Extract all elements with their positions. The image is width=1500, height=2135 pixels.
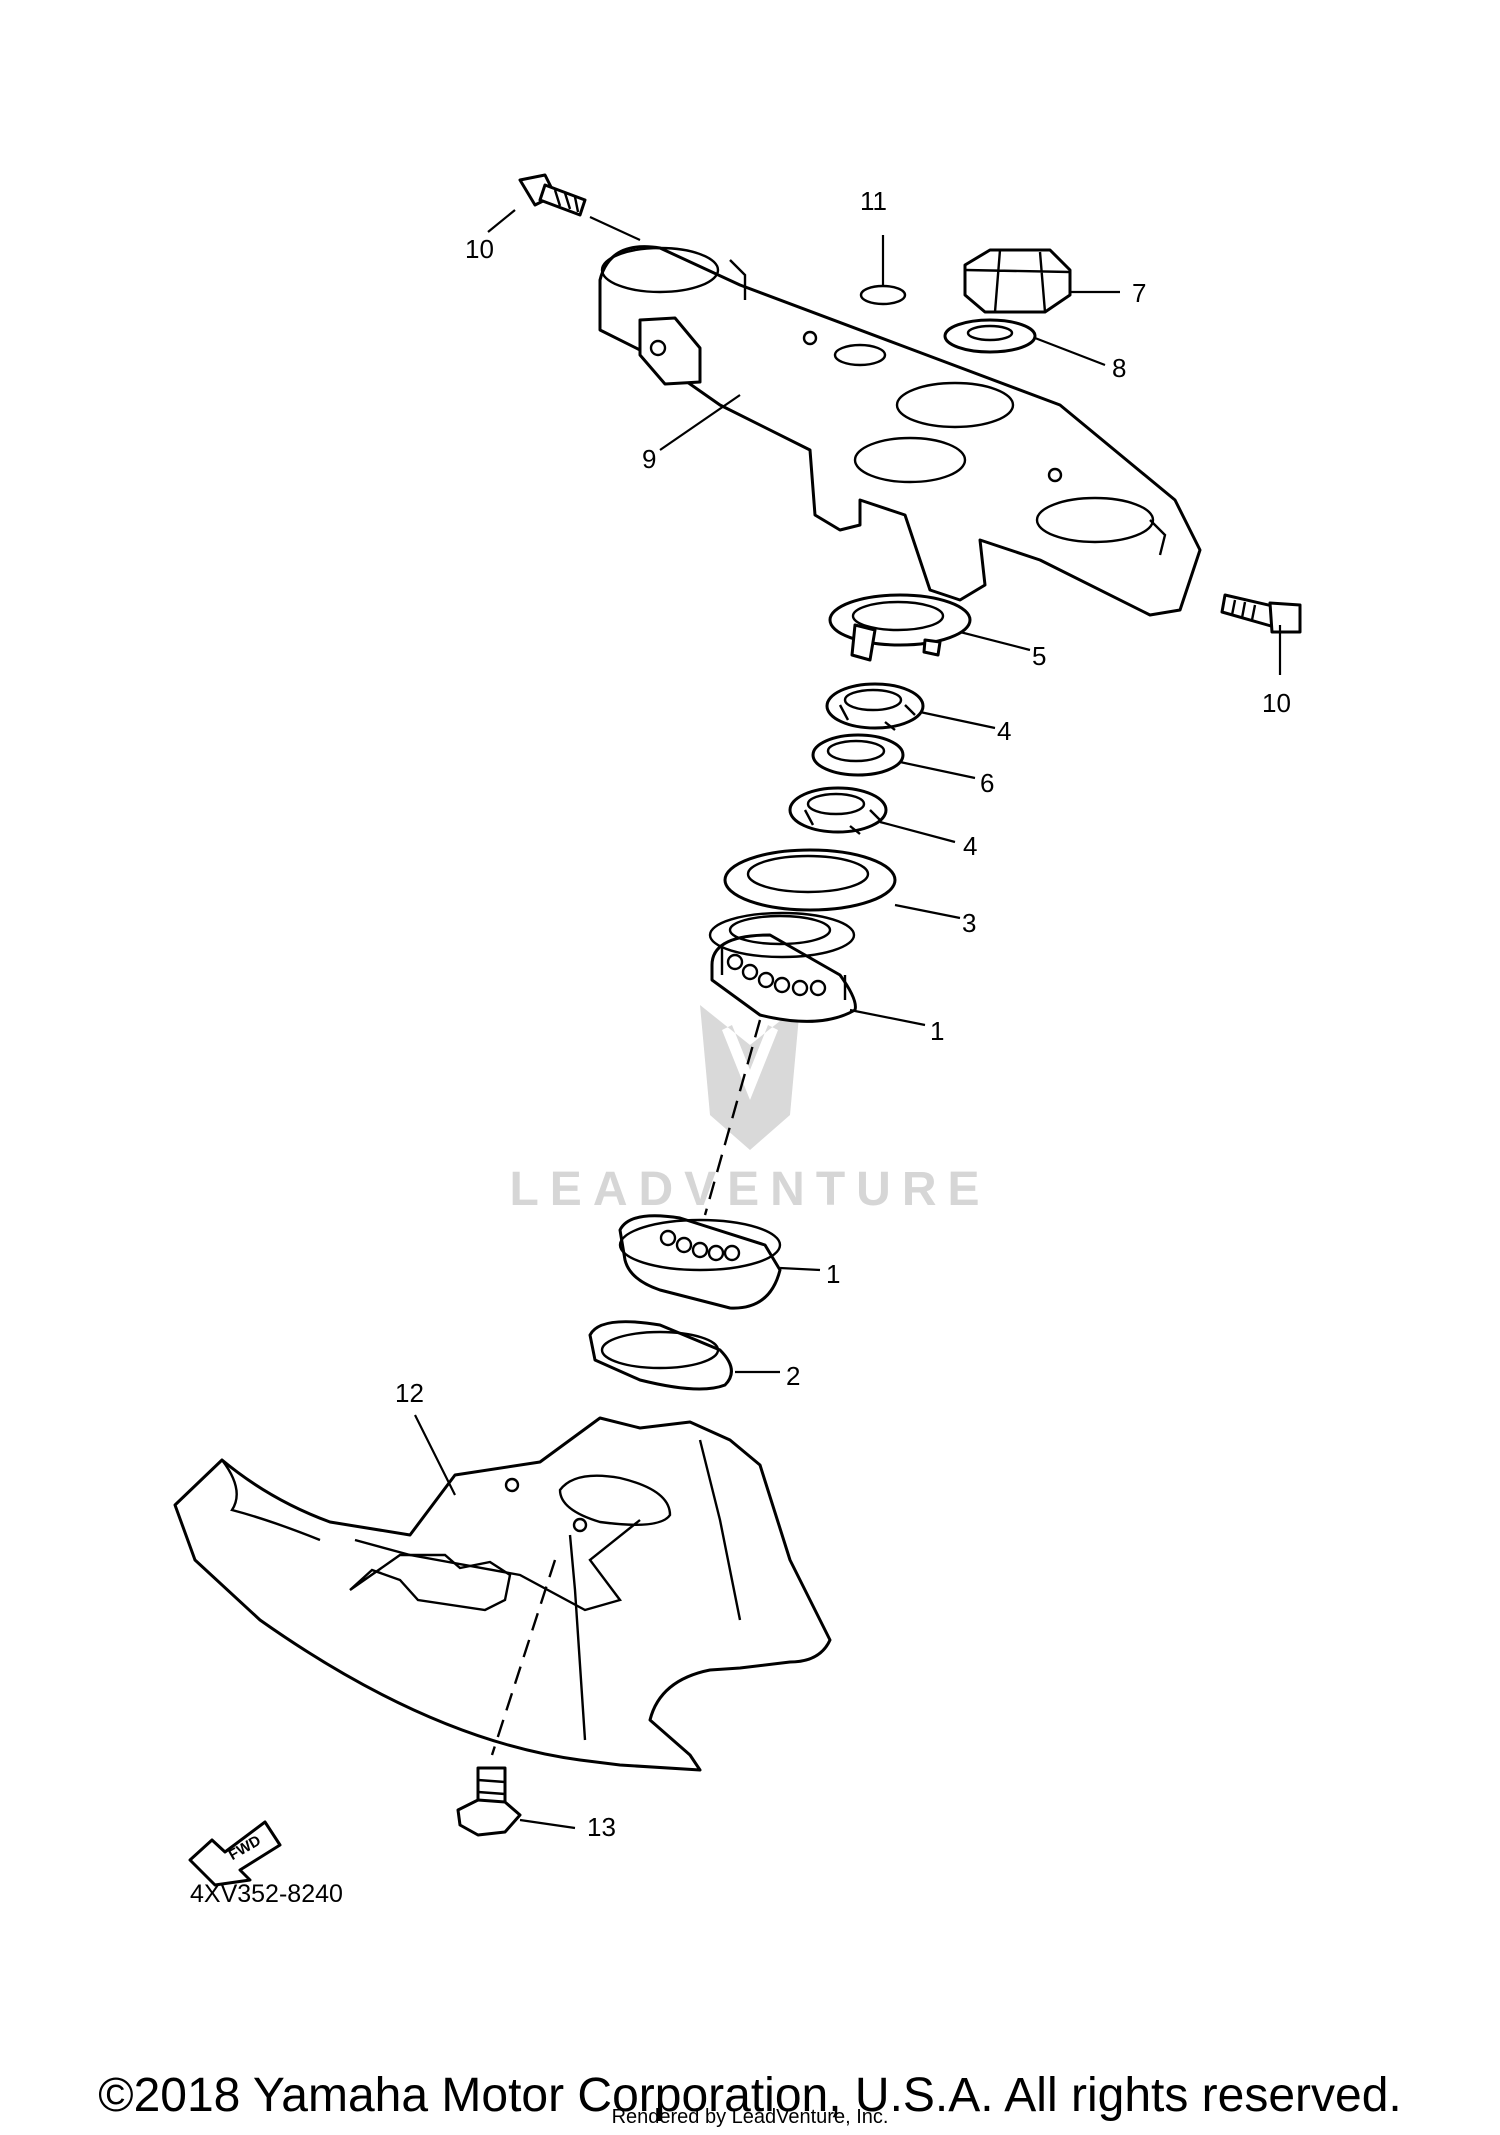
callout-11: 11 (860, 186, 887, 216)
bearing-1-lower-part (618, 1214, 782, 1310)
callout-10-top: 10 (465, 234, 494, 264)
copyright-notice: ©2018 Yamaha Motor Corporation, U.S.A. A… (98, 2069, 1402, 2122)
callout-13: 13 (587, 1812, 616, 1842)
bolt-13-part (456, 1766, 522, 1837)
callout-1-lower: 1 (826, 1259, 840, 1289)
callout-labels: 10 11 7 8 9 5 10 4 6 4 3 1 1 2 12 13 (395, 186, 1291, 1842)
callout-3: 3 (962, 908, 976, 938)
cover-12-part (173, 1416, 832, 1772)
fwd-arrow-icon: FWD (188, 1820, 282, 1887)
bolt-10-right (1220, 593, 1302, 634)
callout-4-lower: 4 (963, 831, 977, 861)
leader-lines (414, 209, 1282, 1830)
watermark: LEADVENTURE (509, 1005, 990, 1216)
callout-7: 7 (1132, 278, 1146, 308)
ring-nut-4-upper-part (825, 682, 925, 731)
nut-7-part (963, 248, 1072, 314)
callout-10-right: 10 (1262, 688, 1291, 718)
upper-bracket-part (598, 245, 1202, 617)
callout-6: 6 (980, 768, 994, 798)
rendered-by-notice: Rendered by LeadVenture, Inc. (611, 2106, 889, 2128)
callout-8: 8 (1112, 353, 1126, 383)
callout-9: 9 (642, 444, 656, 474)
watermark-text: LEADVENTURE (509, 1163, 990, 1216)
lock-washer-5-part (828, 593, 972, 662)
callout-5: 5 (1032, 641, 1046, 671)
callout-4-upper: 4 (997, 716, 1011, 746)
bolt-13-axis-line (490, 1559, 557, 1756)
bearing-seal-2-part (588, 1320, 733, 1391)
dust-seal-3-part (723, 848, 897, 912)
bolt-10-top (518, 173, 587, 217)
washer-11-part (859, 284, 907, 306)
assembly-axis-line (703, 1019, 762, 1216)
bearing-1-upper-part (708, 911, 857, 1023)
callout-12: 12 (395, 1378, 424, 1408)
callout-1-upper: 1 (930, 1016, 944, 1046)
leadventure-logo-icon (700, 1005, 800, 1150)
washer-8-part (943, 318, 1037, 354)
callout-2: 2 (786, 1361, 800, 1391)
ring-nut-4-lower-part (788, 786, 888, 835)
drawing-code: 4XV352-8240 (190, 1880, 343, 1908)
washer-6-part (811, 733, 905, 777)
